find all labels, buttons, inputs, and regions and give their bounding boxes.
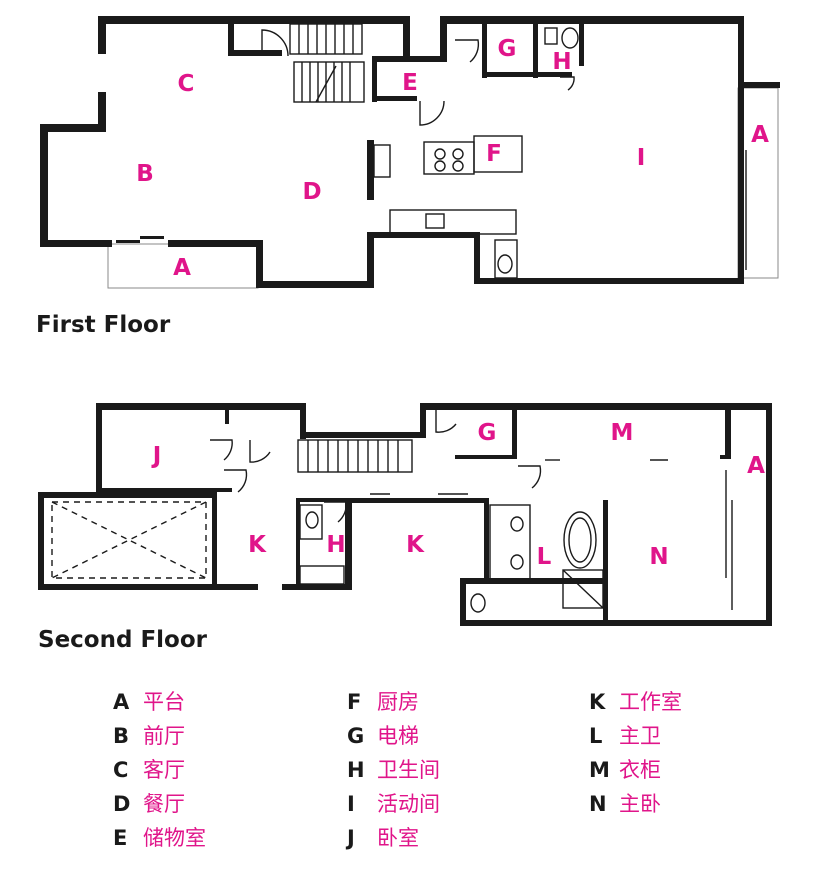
legend-item: L 主卫 [589,720,661,750]
first-floor-room-label: D [302,179,321,205]
legend-text: 平台 [143,690,185,714]
second-floor-walls [38,403,772,626]
legend-item: K 工作室 [589,686,682,716]
first-floor-kitchen [373,27,579,279]
second-floor-room-label: G [478,420,497,446]
legend-text: 主卧 [619,792,661,816]
legend-letter: C [113,758,129,782]
first-floor-room-label: G [498,36,517,62]
legend-letter: M [589,758,610,782]
second-floor-title: Second Floor [38,627,207,653]
legend-letter: E [113,826,128,850]
first-floor-room-label: E [402,70,418,96]
legend-text: 前厅 [143,724,185,748]
legend-item: D 餐厅 [113,788,185,818]
first-floor-room-label: B [136,161,154,187]
legend-item: A 平台 [113,686,185,716]
first-floor-title: First Floor [36,312,171,338]
second-floor-room-label: H [326,532,345,558]
legend-text: 工作室 [619,690,682,714]
legend-text: 厨房 [377,690,419,714]
second-floor-room-label: A [747,453,765,479]
legend-text: 衣柜 [619,758,661,782]
first-floor-room-label: A [173,255,191,281]
legend-letter: K [589,690,606,714]
legend-letter: H [347,758,365,782]
first-floor-room-label: I [637,145,646,171]
legend-item: J 卧室 [347,822,419,852]
legend-letter: N [589,792,607,816]
legend-item: I 活动间 [347,788,440,818]
second-floor-fixtures [299,459,733,613]
second-floor-room-label: K [248,532,267,558]
legend-item: B 前厅 [113,720,185,750]
legend-item: H 卫生间 [347,754,440,784]
first-floor-walls [40,16,780,288]
legend-letter: F [347,690,362,714]
first-floor-plan: A A B C D E F G H I [40,16,780,289]
legend-item: M 衣柜 [589,754,661,784]
legend-letter: B [113,724,130,748]
legend-item: E 储物室 [113,822,206,852]
second-floor-plan: J G M A K H K L N [38,403,772,626]
first-floor-room-label: F [486,141,502,167]
second-floor-stairs [297,439,413,473]
legend-text: 餐厅 [143,792,185,816]
legend-text: 卧室 [377,826,419,850]
legend-letter: D [113,792,131,816]
second-floor-room-label: N [649,544,668,570]
legend-letter: L [589,724,603,748]
first-floor-windows [116,98,747,270]
second-floor-room-label: J [151,443,162,469]
first-floor-stairs [289,23,365,103]
legend-text: 客厅 [143,758,185,782]
second-floor-room-label: M [611,420,634,446]
first-floor-room-label: A [751,122,769,148]
second-floor-void [51,501,207,579]
legend-letter: I [347,792,355,816]
first-floor-doors [261,29,575,126]
legend-letter: G [347,724,365,748]
legend-text: 储物室 [143,826,206,850]
first-floor-room-label: H [552,49,571,75]
legend-letter: A [113,690,130,714]
legend-text: 活动间 [377,792,440,816]
second-floor-room-label: K [406,532,425,558]
legend-item: N 主卧 [589,788,661,818]
legend-text: 电梯 [377,724,419,748]
legend-text: 主卫 [619,724,661,748]
legend-letter: J [347,826,355,850]
second-floor-room-label: L [537,544,552,570]
legend-item: F 厨房 [347,686,419,716]
legend-item: C 客厅 [113,754,185,784]
legend-item: G 电梯 [347,720,419,750]
second-floor-doors [210,410,542,523]
legend-text: 卫生间 [377,758,440,782]
first-floor-room-label: C [178,71,195,97]
